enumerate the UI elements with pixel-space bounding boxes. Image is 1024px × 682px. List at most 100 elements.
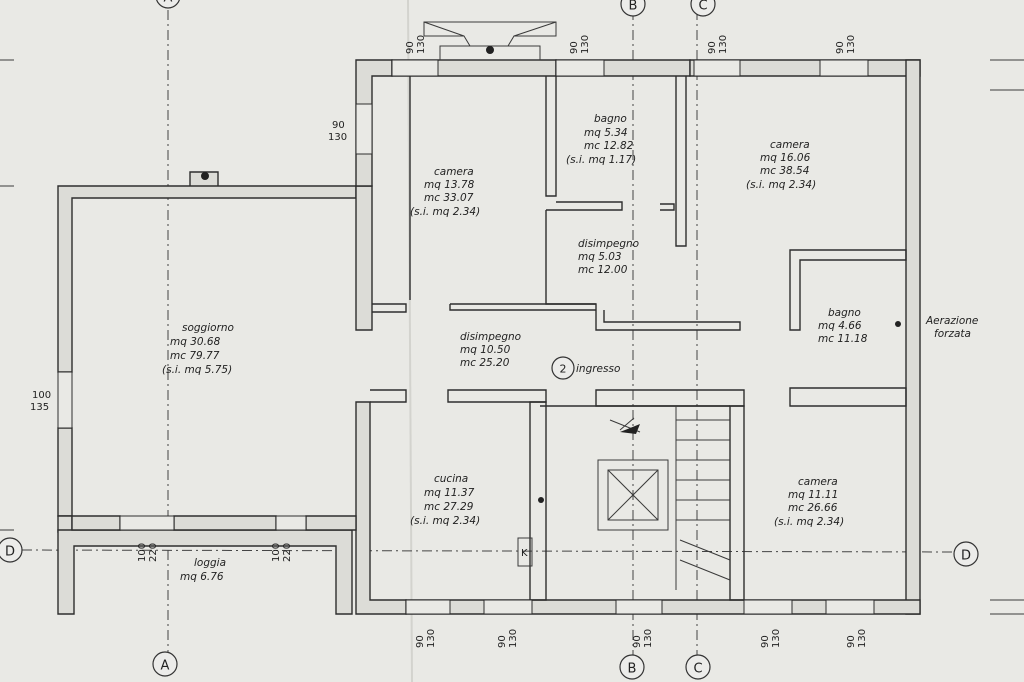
svg-text:90: 90 (707, 41, 718, 54)
svg-text:camera: camera (798, 476, 838, 488)
svg-text:A: A (164, 0, 173, 6)
svg-text:mc 12.82: mc 12.82 (584, 140, 634, 152)
axis-bubble-c-top: C (690, 0, 716, 17)
outlet-dot (538, 497, 544, 503)
svg-text:90: 90 (405, 41, 416, 54)
svg-text:cucina: cucina (434, 473, 468, 485)
svg-text:100: 100 (32, 390, 51, 401)
room-ingresso: 2 ingresso (551, 356, 620, 380)
chimney-hood (423, 21, 557, 61)
svg-text:camera: camera (434, 166, 474, 178)
room-camera-1: camera mq 13.78 mc 33.07 (s.i. mq 2.34) (410, 166, 480, 218)
flue-dot (486, 46, 494, 54)
svg-text:130: 130 (580, 35, 591, 54)
svg-text:disimpegno: disimpegno (578, 238, 639, 250)
grid-axes (21, 10, 953, 655)
axis-bubble-c-bottom: C (685, 654, 711, 680)
axis-bubble-d-left: D (0, 537, 23, 563)
svg-text:130: 130 (643, 629, 654, 648)
windows (57, 59, 875, 615)
room-bagno-1: bagno mq 5.34 mc 12.82 (s.i. mq 1.17) (566, 113, 636, 166)
svg-text:90: 90 (415, 635, 426, 648)
kitchen-unit (517, 537, 533, 567)
svg-text:B: B (628, 662, 637, 677)
svg-text:2: 2 (560, 363, 567, 376)
axis-bubble-a-top: A (156, 0, 180, 9)
opening-dimensions: 90 130 90 130 90 130 90 130 90 130 100 1… (30, 35, 868, 648)
margin-marks (0, 59, 1024, 615)
svg-text:(s.i. mq 5.75): (s.i. mq 5.75) (162, 364, 232, 376)
svg-text:D: D (5, 545, 15, 560)
svg-text:90: 90 (846, 635, 857, 648)
svg-text:100: 100 (271, 543, 282, 562)
room-loggia: loggia mq 6.76 (180, 557, 226, 583)
svg-text:(s.i. mq 2.34): (s.i. mq 2.34) (410, 515, 480, 527)
svg-text:(s.i. mq 1.17): (s.i. mq 1.17) (566, 154, 636, 166)
svg-text:mc 27.29: mc 27.29 (424, 501, 474, 513)
room-disimpegno-2: disimpegno mq 10.50 mc 25.20 (460, 331, 521, 369)
svg-text:Aerazione: Aerazione (925, 315, 978, 327)
room-cucina: cucina mq 11.37 mc 27.29 (s.i. mq 2.34) (410, 473, 480, 527)
svg-text:mq 10.50: mq 10.50 (460, 344, 511, 356)
svg-text:mq 6.76: mq 6.76 (180, 571, 224, 583)
room-bagno-2: bagno mq 4.66 mc 11.18 (818, 307, 868, 345)
svg-text:mq 30.68: mq 30.68 (170, 336, 221, 348)
svg-text:bagno: bagno (828, 307, 861, 319)
svg-text:mq 4.66: mq 4.66 (818, 320, 862, 332)
svg-text:mc 26.66: mc 26.66 (788, 502, 838, 514)
svg-text:220: 220 (282, 543, 293, 562)
svg-text:disimpegno: disimpegno (460, 331, 521, 343)
aeration-dot (895, 321, 901, 327)
svg-text:(s.i. mq 2.34): (s.i. mq 2.34) (746, 179, 816, 191)
room-camera-3: camera mq 11.11 mc 26.66 (s.i. mq 2.34) (774, 476, 844, 528)
kitchen-mark: K (521, 548, 528, 559)
svg-text:mc 38.54: mc 38.54 (760, 165, 809, 177)
svg-text:mc 12.00: mc 12.00 (578, 264, 628, 276)
svg-text:90: 90 (332, 120, 345, 131)
svg-text:D: D (961, 549, 971, 564)
svg-text:bagno: bagno (594, 113, 627, 125)
svg-text:(s.i. mq 2.34): (s.i. mq 2.34) (774, 516, 844, 528)
svg-text:130: 130 (508, 629, 519, 648)
svg-text:mc 25.20: mc 25.20 (460, 357, 510, 369)
svg-text:mq 5.34: mq 5.34 (584, 127, 628, 139)
svg-text:camera: camera (770, 139, 810, 151)
svg-text:130: 130 (718, 35, 729, 54)
svg-text:loggia: loggia (194, 557, 226, 569)
paper-fold (407, 0, 413, 682)
svg-text:mq 13.78: mq 13.78 (424, 179, 475, 191)
room-soggiorno: soggiorno mq 30.68 mc 79.77 (s.i. mq 5.7… (162, 322, 234, 376)
svg-text:90: 90 (632, 635, 643, 648)
svg-text:220: 220 (148, 543, 159, 562)
axis-bubble-a-bottom: A (152, 651, 178, 677)
svg-text:soggiorno: soggiorno (182, 322, 234, 334)
svg-text:100: 100 (137, 543, 148, 562)
interior-walls (370, 76, 907, 601)
svg-text:130: 130 (846, 35, 857, 54)
svg-text:90: 90 (760, 635, 771, 648)
svg-text:90: 90 (835, 41, 846, 54)
flue-dot (201, 172, 209, 180)
room-camera-2: camera mq 16.06 mc 38.54 (s.i. mq 2.34) (746, 139, 816, 191)
svg-text:130: 130 (857, 629, 868, 648)
svg-text:130: 130 (771, 629, 782, 648)
svg-text:130: 130 (328, 132, 347, 143)
svg-text:(s.i. mq 2.34): (s.i. mq 2.34) (410, 206, 480, 218)
svg-text:mc 33.07: mc 33.07 (424, 192, 474, 204)
svg-text:mc 11.18: mc 11.18 (818, 333, 868, 345)
axis-bubble-d-right: D (953, 541, 979, 567)
svg-text:mq 11.11: mq 11.11 (788, 489, 838, 501)
svg-text:130: 130 (416, 35, 427, 54)
svg-text:mq 16.06: mq 16.06 (760, 152, 811, 164)
aerazione-note: Aerazione forzata (925, 315, 978, 340)
svg-text:B: B (629, 0, 638, 14)
entrance-number-badge: 2 (551, 356, 575, 380)
svg-text:A: A (161, 659, 170, 674)
svg-text:C: C (693, 662, 702, 677)
svg-text:mc 79.77: mc 79.77 (170, 350, 220, 362)
svg-text:mq 11.37: mq 11.37 (424, 487, 475, 499)
room-disimpegno-1: disimpegno mq 5.03 mc 12.00 (578, 238, 639, 276)
svg-text:90: 90 (497, 635, 508, 648)
